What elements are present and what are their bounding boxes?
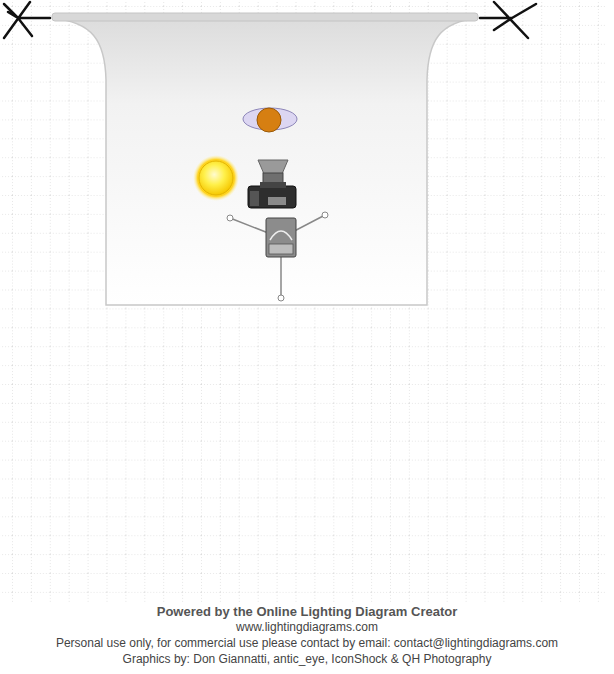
subject-head [257,108,281,132]
grid [0,0,606,603]
light-bulb [199,161,233,195]
graphics-credit: Graphics by: Don Giannatti, antic_eye, I… [123,652,492,667]
tripod [227,212,328,301]
light-glow [193,155,239,201]
backdrop-stand [4,2,536,38]
website-url: www.lightingdiagrams.com [236,620,378,635]
usage-notice: Personal use only, for commercial use pl… [56,636,558,651]
camera [248,160,296,208]
credit-line: Powered by the Online Lighting Diagram C… [157,604,458,619]
backdrop-bar [52,13,478,21]
backdrop-paper [52,18,478,305]
